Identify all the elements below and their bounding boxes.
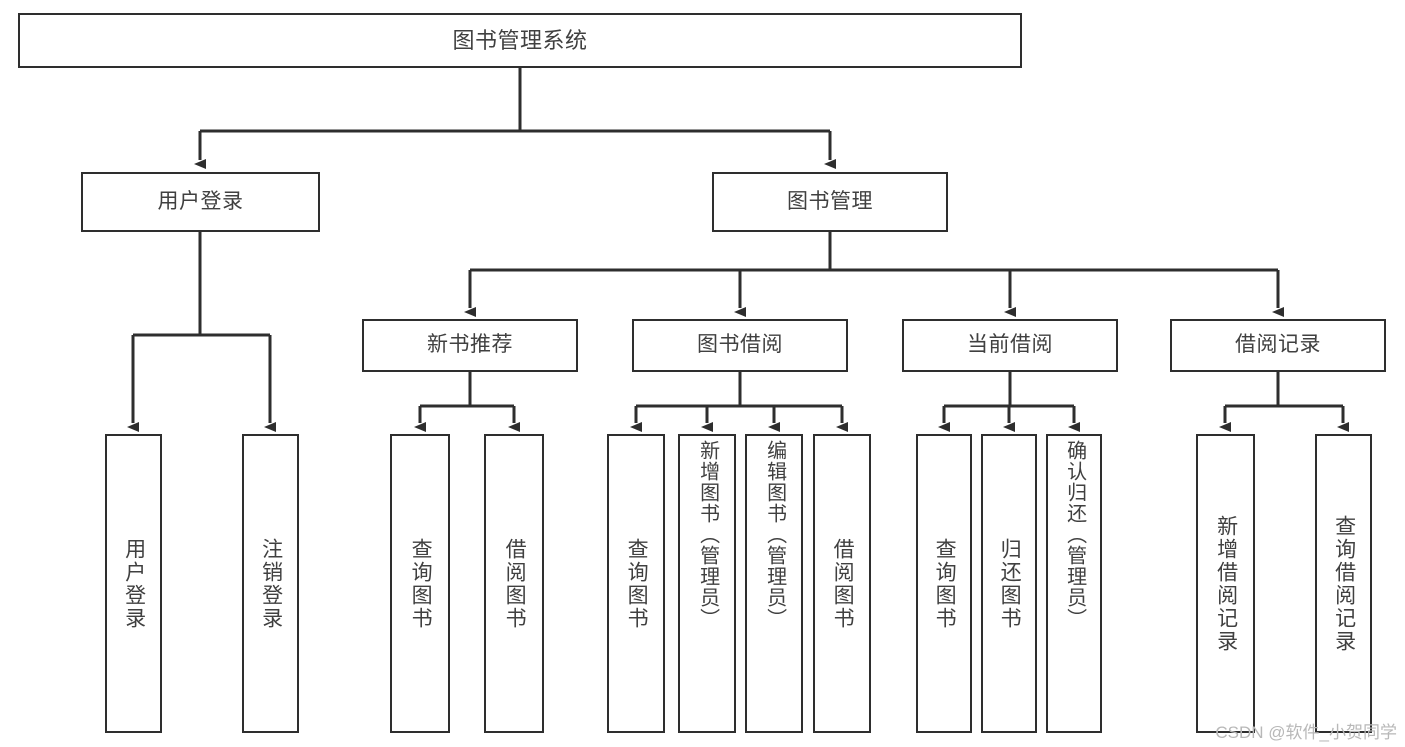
- leaf-query-borrow-record[interactable]: 查询借阅记录: [1315, 434, 1372, 733]
- node-new-book-recommend[interactable]: 新书推荐: [362, 319, 578, 372]
- node-current-borrow[interactable]: 当前借阅: [902, 319, 1118, 372]
- leaf-add-borrow-record[interactable]: 新增借阅记录: [1196, 434, 1255, 733]
- node-label: 当前借阅: [967, 333, 1053, 357]
- node-label: 用户登录: [157, 189, 244, 213]
- node-borrow-record[interactable]: 借阅记录: [1170, 319, 1386, 372]
- node-label: 图书管理系统: [452, 27, 588, 53]
- node-label: 确认归还（管理员）: [1063, 440, 1086, 629]
- csdn-watermark: CSDN @软件_小贺同学: [1215, 723, 1397, 742]
- node-label: 借阅图书: [503, 537, 527, 630]
- leaf-edit-book-admin[interactable]: 编辑图书（管理员）: [745, 434, 803, 733]
- leaf-confirm-return-admin[interactable]: 确认归还（管理员）: [1046, 434, 1102, 733]
- node-book-borrow[interactable]: 图书借阅: [632, 319, 848, 372]
- node-label: 新增图书（管理员）: [696, 440, 719, 629]
- leaf-user-login[interactable]: 用户登录: [105, 434, 162, 733]
- node-label: 查询借阅记录: [1332, 514, 1356, 653]
- node-label: 图书借阅: [697, 333, 783, 357]
- node-label: 新增借阅记录: [1214, 514, 1238, 653]
- node-book-management[interactable]: 图书管理: [712, 172, 948, 232]
- leaf-return-book[interactable]: 归还图书: [981, 434, 1037, 733]
- leaf-query-book-borrow[interactable]: 查询图书: [607, 434, 665, 733]
- node-label: 编辑图书（管理员）: [763, 440, 786, 629]
- node-label: 借阅记录: [1235, 333, 1321, 357]
- node-label: 借阅图书: [831, 537, 855, 630]
- node-label: 注销登录: [259, 537, 283, 630]
- node-label: 归还图书: [998, 537, 1022, 630]
- node-label: 新书推荐: [427, 333, 513, 357]
- node-user-login[interactable]: 用户登录: [81, 172, 320, 232]
- leaf-add-book-admin[interactable]: 新增图书（管理员）: [678, 434, 736, 733]
- node-label: 查询图书: [625, 537, 649, 630]
- node-root-system[interactable]: 图书管理系统: [18, 13, 1022, 68]
- node-label: 图书管理: [787, 189, 873, 213]
- leaf-query-book-current[interactable]: 查询图书: [916, 434, 972, 733]
- leaf-query-book-recommend[interactable]: 查询图书: [390, 434, 450, 733]
- leaf-borrow-book-recommend[interactable]: 借阅图书: [484, 434, 544, 733]
- leaf-borrow-book[interactable]: 借阅图书: [813, 434, 871, 733]
- node-label: 用户登录: [122, 537, 146, 630]
- node-label: 查询图书: [933, 537, 957, 630]
- node-label: 查询图书: [409, 537, 433, 630]
- leaf-logout[interactable]: 注销登录: [242, 434, 299, 733]
